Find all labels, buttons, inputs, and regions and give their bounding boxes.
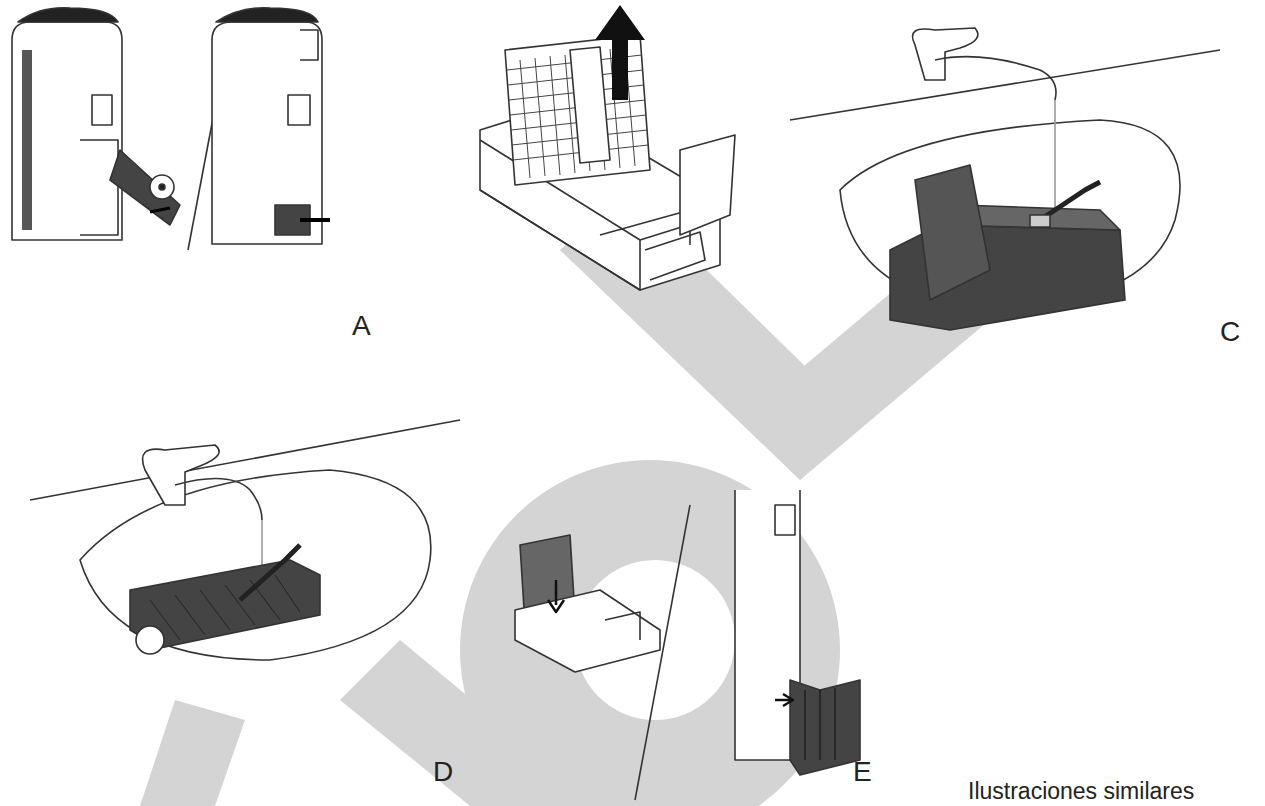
lift-arrow — [595, 5, 645, 100]
panel-letter: E — [853, 758, 872, 786]
line-art — [12, 5, 1220, 800]
watermark-band — [140, 700, 245, 806]
note-text: Ilustraciones similares — [968, 780, 1194, 803]
panel-letter: D — [433, 758, 453, 786]
washing-filter — [30, 420, 460, 660]
panel-letter: A — [352, 312, 371, 340]
filter-removal — [480, 5, 735, 290]
divider-line — [635, 505, 690, 800]
reassembly — [515, 490, 860, 800]
dehumidifier-unit — [212, 8, 330, 244]
panel-letter: C — [1220, 318, 1240, 346]
washing-tank — [790, 28, 1220, 330]
dehumidifier-unit — [12, 8, 180, 240]
